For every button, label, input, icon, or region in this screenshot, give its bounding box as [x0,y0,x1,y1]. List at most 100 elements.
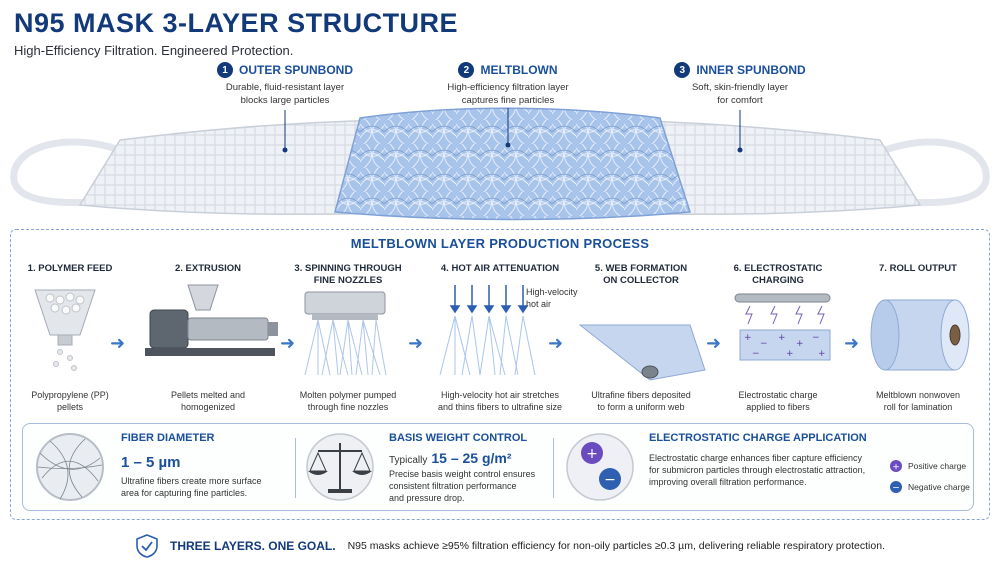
hot-air-label-line2: hot air [526,299,552,309]
layer-name: INNER SPUNBOND [696,63,806,77]
footer-headline: THREE LAYERS. ONE GOAL. [170,539,336,553]
layer-number: 2 [458,62,475,78]
layer-desc-line2: captures fine particles [461,95,555,106]
svg-text:+: + [786,349,794,359]
balance-scale-icon [306,433,374,501]
fiber-diameter-desc: Ultrafine fibers create more surface are… [121,475,291,499]
step-title-line: 2. EXTRUSION [175,263,241,274]
step-desc-line: Electrostatic charge [738,390,818,400]
svg-text:−: − [812,333,820,343]
layer-caption-meltblown: 2 MELTBLOWN High-efficiency filtration la… [408,62,608,107]
step-1-title: 1. POLYMER FEED [5,263,135,275]
step-desc-line: Ultrafine fibers deposited [591,390,691,400]
hot-air-label: High-velocity hot air [526,286,586,310]
process-illustrations: +−++−−++ [34,284,970,381]
process-panel [10,229,990,520]
layer-number: 1 [216,62,233,78]
step-desc-line: through fine nozzles [307,402,389,412]
legend-negative-label: Negative charge [908,482,970,492]
fiber-diameter-title: FIBER DIAMETER [121,432,215,444]
svg-text:+: + [778,333,786,343]
layer-name: OUTER SPUNBOND [238,63,353,77]
arrow-right-icon: ➜ [408,333,424,353]
positive-charge-icon [890,460,902,472]
step-title-line: 3. SPINNING THROUGH [294,263,402,274]
layer-desc-line2: blocks large particles [240,95,330,106]
step-desc-line: applied to fibers [746,402,810,412]
svg-text:+: + [796,339,804,349]
step-5-desc: Ultrafine fibers deposited to form a unif… [576,389,706,413]
step-title-line: 1. POLYMER FEED [27,263,113,274]
svg-text:+: + [744,333,752,343]
basis-weight-desc: Precise basis weight control ensures con… [389,468,554,504]
arrow-right-icon: ➜ [280,333,296,353]
fiber-desc-line: area for capturing fine particles. [121,488,248,498]
step-desc-line: Polypropylene (PP) [31,390,109,400]
step-4-title: 4. HOT AIR ATTENUATION [425,263,575,275]
charging-bar-icon: +−++−−++ [734,293,831,361]
footer-text: N95 masks achieve ≥95% filtration effici… [347,540,885,552]
step-7-desc: Meltblown nonwoven roll for lamination [853,389,983,413]
fiber-desc-line: Ultrafine fibers create more surface [121,476,262,486]
step-desc-line: to form a uniform web [597,402,685,412]
basis-weight-value: 15 – 25 g/m² [431,450,512,466]
arrow-right-icon: ➜ [548,333,564,353]
charge-desc-line: Electrostatic charge enhances fiber capt… [649,453,862,463]
info-divider [295,438,296,498]
arrow-right-icon: ➜ [844,333,860,353]
step-desc-line: Meltblown nonwoven [875,390,961,400]
layer-number: 3 [674,62,691,78]
step-2-title: 2. EXTRUSION [143,263,273,275]
process-title: MELTBLOWN LAYER PRODUCTION PROCESS [350,236,650,251]
step-title-line: 7. ROLL OUTPUT [879,263,957,274]
basis-desc-line: consistent filtration performance [389,481,517,491]
step-title-line: ON COLLECTOR [603,275,679,286]
step-title-line: 4. HOT AIR ATTENUATION [440,263,560,274]
charge-desc: Electrostatic charge enhances fiber capt… [649,452,879,488]
svg-text:+: + [586,446,598,462]
extruder-icon [145,284,278,356]
fiber-stream-icon [439,315,536,376]
hot-air-label-line1: High-velocity [526,287,578,297]
info-icons: + − + − [36,433,902,501]
negative-charge-icon [890,481,902,493]
step-desc-line: and thins fibers to ultrafine size [437,402,563,412]
step-title-line: 5. WEB FORMATION [594,263,688,274]
step-title-line: FINE NOZZLES [313,275,383,286]
basis-weight-value-row: Typically 15 – 25 g/m² [389,450,512,466]
footer: THREE LAYERS. ONE GOAL. N95 masks achiev… [136,534,885,558]
step-6-desc: Electrostatic charge applied to fibers [713,389,843,413]
arrow-right-icon: ➜ [110,333,126,353]
legend-negative: Negative charge [908,482,970,492]
charge-desc-line: for submicron particles through electros… [649,465,866,475]
hot-air-arrows-icon [449,285,529,314]
charge-particles-icon: + − [566,433,634,501]
spinning-nozzles-icon [304,291,387,376]
layer-name: MELTBLOWN [480,63,558,77]
web-collector-icon [578,324,706,381]
svg-text:+: + [892,463,900,473]
step-title-line: CHARGING [752,275,804,286]
meltblown-layer [334,107,691,221]
step-desc-line: pellets [56,402,83,412]
svg-text:−: − [604,472,616,488]
fiber-diameter-value: 1 – 5 µm [121,454,181,471]
svg-text:−: − [752,349,760,359]
step-desc-line: roll for lamination [883,402,953,412]
layer-desc-line1: High-efficiency filtration layer [447,82,569,93]
charge-desc-line: improving overall filtration performance… [649,477,807,487]
charge-title: ELECTROSTATIC CHARGE APPLICATION [649,432,867,444]
layer-desc-line1: Durable, fluid-resistant layer [225,82,345,93]
page-title: N95 MASK 3-LAYER STRUCTURE [14,8,459,38]
step-1-desc: Polypropylene (PP) pellets [5,389,135,413]
nonwoven-roll-icon [870,299,970,371]
step-7-title: 7. ROLL OUTPUT [853,263,983,275]
step-desc-line: High-velocity hot air stretches [440,390,560,400]
basis-desc-line: Precise basis weight control ensures [389,469,536,479]
